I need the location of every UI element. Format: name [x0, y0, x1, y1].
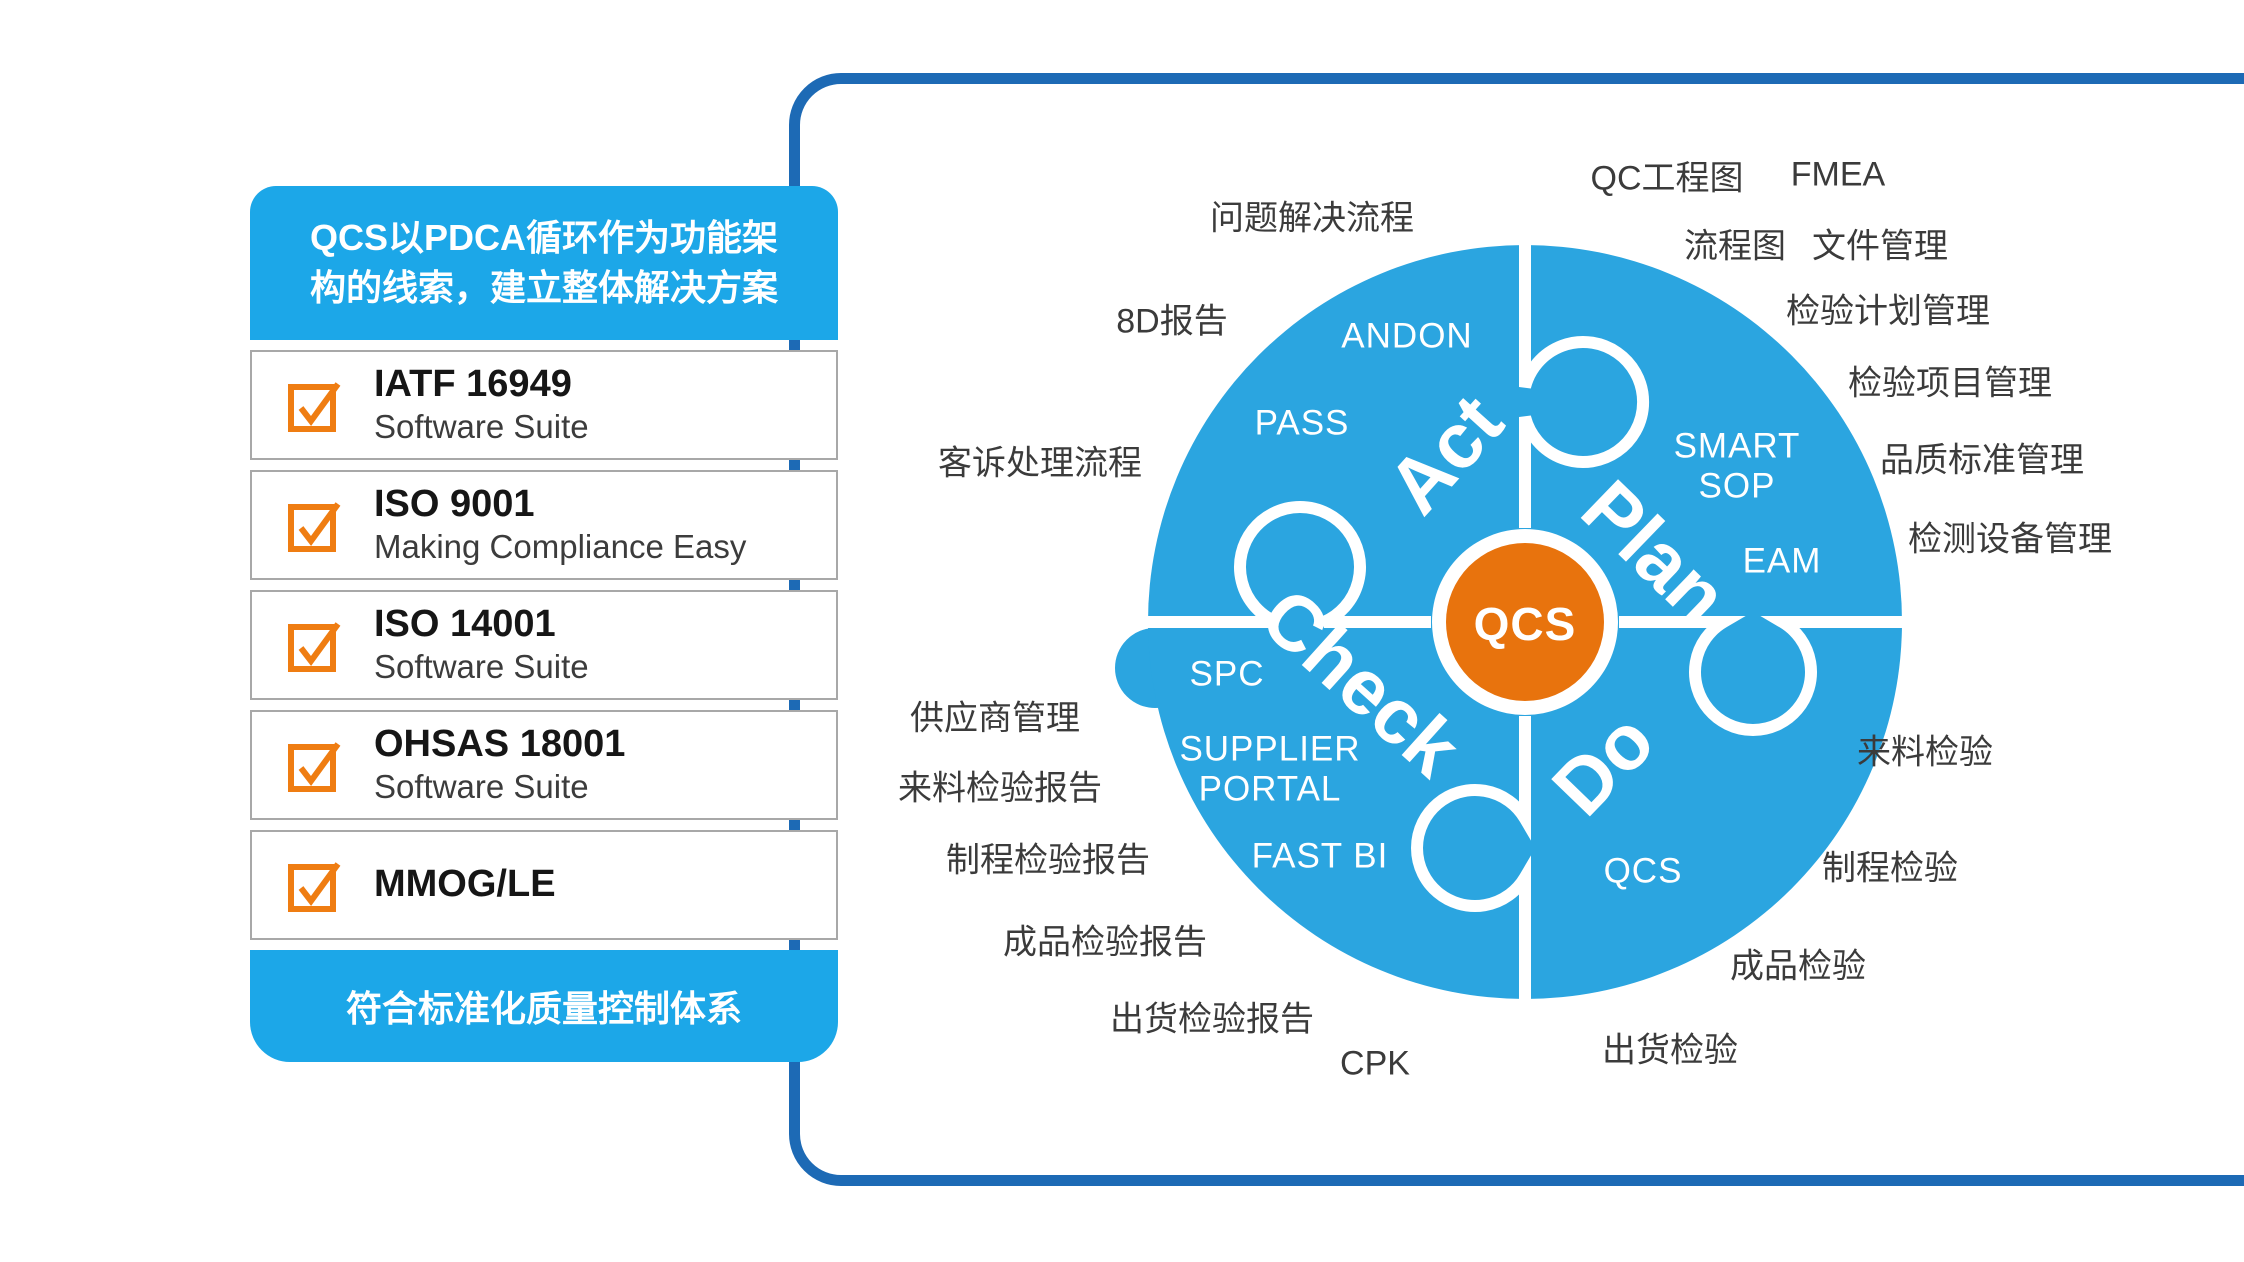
module-andon: ANDON	[1341, 317, 1472, 356]
module-qcs: QCS	[1604, 852, 1683, 891]
standard-subtitle: Making Compliance Easy	[374, 528, 747, 566]
standard-subtitle: Software Suite	[374, 768, 589, 806]
standard-title: IATF 16949	[374, 363, 572, 406]
outer-label-inspection-item-management: 检验项目管理	[1848, 364, 2052, 403]
standard-title: ISO 9001	[374, 483, 535, 526]
outer-label-problem-solving-process: 问题解决流程	[1210, 199, 1414, 238]
outer-label-qc-engineering-chart: QC工程图	[1590, 159, 1744, 198]
sidebar-header-line2: 构的线索，建立整体解决方案	[309, 267, 778, 308]
outer-label-flow-chart: 流程图	[1684, 227, 1786, 266]
outer-label-finished-product-inspection: 成品检验	[1730, 947, 1866, 986]
qcs-hub-circle	[1446, 543, 1604, 701]
puzzle-seam-bottom	[1411, 716, 1531, 999]
standard-card-iatf16949: IATF 16949 Software Suite	[250, 350, 838, 460]
puzzle-seam-right	[1619, 616, 1902, 736]
standard-card-ohsas18001: OHSAS 18001 Software Suite	[250, 710, 838, 820]
outer-label-cpk: CPK	[1340, 1044, 1410, 1083]
outer-label-fmea: FMEA	[1790, 155, 1886, 194]
sidebar-footer: 符合标准化质量控制体系	[250, 950, 838, 1062]
outer-label-document-management: 文件管理	[1812, 227, 1948, 266]
module-fast-bi: FAST BI	[1252, 837, 1389, 876]
module-smart-sop-line2: SOP	[1699, 467, 1776, 506]
outer-label-complaint-handling-process: 客诉处理流程	[938, 444, 1142, 483]
sidebar-header-line1: QCS以PDCA循环作为功能架	[309, 217, 779, 259]
puzzle-seam-left	[1148, 501, 1431, 628]
module-spc: SPC	[1190, 655, 1265, 694]
outer-label-finished-product-inspection-report: 成品检验报告	[1003, 923, 1207, 962]
standard-card-iso14001: ISO 14001 Software Suite	[250, 590, 838, 700]
qcs-hub-label: QCS	[1474, 598, 1577, 650]
outer-label-incoming-inspection-report: 来料检验报告	[898, 769, 1102, 808]
checkbox-check-icon	[288, 742, 341, 792]
standard-card-mmogle: MMOG/LE	[250, 830, 838, 940]
checkbox-check-icon	[288, 502, 341, 552]
standard-card-iso9001: ISO 9001 Making Compliance Easy	[250, 470, 838, 580]
outer-label-shipment-inspection-report: 出货检验报告	[1110, 1000, 1314, 1039]
outer-label-incoming-inspection: 来料检验	[1857, 733, 1993, 772]
module-eam: EAM	[1743, 542, 1822, 581]
standard-title: MMOG/LE	[374, 863, 556, 906]
puzzle-seam-top	[1519, 245, 1650, 528]
outer-label-process-inspection: 制程检验	[1822, 849, 1958, 888]
puzzle-seams	[1148, 245, 1902, 999]
checkbox-check-icon	[288, 862, 341, 912]
module-supplier-portal-line1: SUPPLIER	[1179, 730, 1360, 769]
checkbox-check-icon	[288, 622, 341, 672]
outer-label-testing-equipment-management: 检测设备管理	[1908, 520, 2112, 559]
module-supplier-portal-line2: PORTAL	[1199, 770, 1342, 809]
pdca-diagram: QCS Act Plan Check Do ANDON PASS SMART S…	[1103, 245, 1902, 999]
module-smart-sop-line1: SMART	[1674, 427, 1801, 466]
outer-label-inspection-plan-management: 检验计划管理	[1786, 292, 1990, 331]
standard-subtitle: Software Suite	[374, 408, 589, 446]
outer-label-process-inspection-report: 制程检验报告	[946, 841, 1150, 880]
outer-label-quality-standard-management: 品质标准管理	[1880, 441, 2084, 480]
outer-label-shipment-inspection: 出货检验	[1602, 1031, 1738, 1070]
checkbox-check-icon	[288, 382, 341, 432]
standard-subtitle: Software Suite	[374, 648, 589, 686]
module-pass: PASS	[1255, 404, 1350, 443]
sidebar-header: QCS以PDCA循环作为功能架 构的线索，建立整体解决方案	[250, 186, 838, 340]
standard-title: ISO 14001	[374, 603, 556, 646]
outer-label-8d-report: 8D报告	[1116, 302, 1228, 341]
outer-label-supplier-management: 供应商管理	[910, 699, 1080, 738]
standard-title: OHSAS 18001	[374, 723, 626, 766]
